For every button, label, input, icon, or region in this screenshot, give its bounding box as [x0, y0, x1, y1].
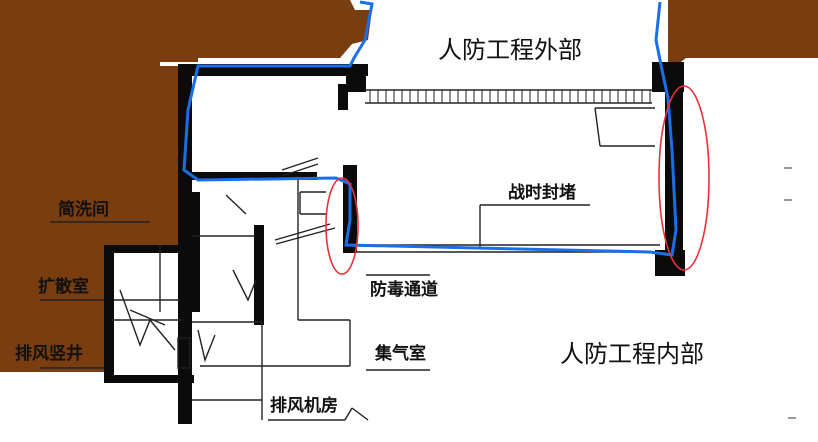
label-exhaust-machine-room: 排风机房 [270, 396, 338, 416]
label-interior: 人防工程内部 [560, 340, 704, 368]
highlight-ellipse-left [325, 177, 359, 275]
edge-marks [784, 167, 796, 419]
label-exterior: 人防工程外部 [438, 36, 582, 64]
label-temporary-wall: 战时封堵 [508, 183, 576, 203]
soil-right [668, 0, 818, 72]
label-gas-collection-room: 集气室 [375, 344, 426, 364]
soil-left [0, 0, 372, 372]
vent-grille [369, 90, 651, 103]
label-expansion-room: 扩散室 [38, 277, 89, 297]
label-decontamination-room: 简洗间 [58, 200, 109, 220]
thin-lines [40, 89, 660, 421]
highlight-ellipse-right [658, 85, 710, 271]
label-gas-tight-passage: 防毒通道 [370, 280, 438, 300]
label-exhaust-shaft: 排风竖井 [15, 344, 83, 364]
